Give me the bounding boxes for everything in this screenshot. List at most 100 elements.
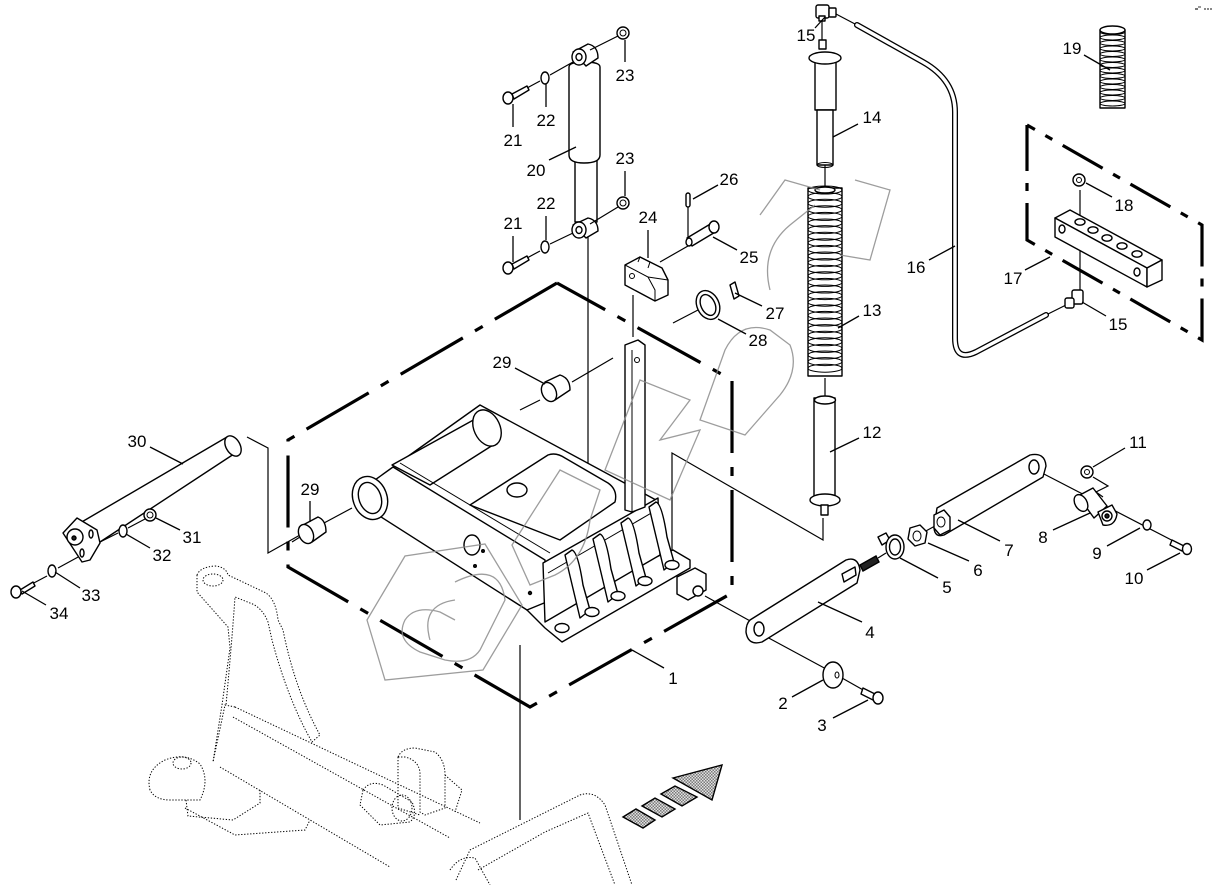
callout-24[interactable]: 24 [639, 208, 658, 227]
spring-coil [807, 271, 843, 281]
spring-coil [807, 297, 843, 307]
callout-2[interactable]: 2 [778, 694, 787, 713]
part-21-bolt-upper [502, 35, 619, 105]
part-17-frame-dashed [1025, 123, 1204, 343]
callout-15-upper[interactable]: 15 [797, 26, 816, 45]
spring-coil [807, 185, 843, 195]
callout-labels: 1 2 3 4 5 6 7 8 9 10 11 12 13 14 15 15 1… [50, 26, 1147, 735]
callout-27[interactable]: 27 [766, 304, 785, 323]
spring-coil [807, 330, 843, 340]
spring-coil [807, 258, 843, 268]
part-16-pipe [835, 13, 1069, 358]
part-2-washer [822, 661, 844, 689]
callout-29-lower[interactable]: 29 [301, 480, 320, 499]
spring-coil [807, 277, 843, 287]
callout-leaders [21, 16, 1181, 719]
spring-coil [807, 211, 843, 221]
callout-4[interactable]: 4 [865, 623, 874, 642]
callout-8[interactable]: 8 [1038, 528, 1047, 547]
callout-34[interactable]: 34 [50, 604, 69, 623]
callout-7[interactable]: 7 [1004, 541, 1013, 560]
callout-28[interactable]: 28 [749, 331, 768, 350]
callout-18[interactable]: 18 [1115, 196, 1134, 215]
callout-1[interactable]: 1 [668, 669, 677, 688]
spring-top [814, 186, 836, 194]
spring-coil [807, 251, 843, 261]
spring-coil [807, 324, 843, 334]
part-21-bolt-lower [502, 206, 619, 275]
spring-body [807, 187, 843, 377]
callout-13[interactable]: 13 [863, 301, 882, 320]
part-10-bolt [1169, 539, 1193, 556]
part-26-cotter-pin [685, 192, 691, 208]
spring-coil [807, 357, 843, 367]
callout-6[interactable]: 6 [973, 561, 982, 580]
spring-coil [807, 238, 843, 248]
callout-10[interactable]: 10 [1125, 569, 1144, 588]
callout-11[interactable]: 11 [1129, 433, 1147, 452]
callout-12[interactable]: 12 [863, 423, 882, 442]
spring-coil [807, 363, 843, 373]
callout-32[interactable]: 32 [153, 546, 172, 565]
callout-26[interactable]: 26 [720, 170, 739, 189]
part-15-fitting-lower [1064, 289, 1084, 309]
callout-20[interactable]: 20 [527, 161, 546, 180]
spring-coil [807, 304, 843, 314]
spring-coil [807, 284, 843, 294]
part-34-bolt [10, 581, 36, 599]
part-29-bushing-lower [297, 516, 327, 545]
assembly-axis-lines [29, 20, 1186, 820]
part-17-manifold-block [1054, 209, 1163, 288]
spring-coil [807, 350, 843, 360]
spring-coil [807, 317, 843, 327]
callout-23-lower[interactable]: 23 [616, 149, 635, 168]
part-1-main-bracket [351, 339, 707, 643]
part-9-washer [1142, 519, 1152, 531]
hose-ring [1099, 100, 1126, 107]
part-20-shock-absorber [568, 43, 601, 239]
part-27-roll-pin [729, 281, 740, 300]
part-4-lever [745, 555, 880, 644]
callout-21-upper[interactable]: 21 [504, 131, 523, 150]
part-25-pin [685, 220, 720, 247]
callout-22-lower[interactable]: 22 [537, 194, 556, 213]
part-18-fitting [1072, 173, 1086, 187]
part-29-bushing-upper [540, 374, 571, 403]
callout-22-upper[interactable]: 22 [537, 111, 556, 130]
part-7-lever [933, 453, 1047, 537]
callout-3[interactable]: 3 [817, 716, 826, 735]
callout-17[interactable]: 17 [1004, 269, 1023, 288]
part-11-nut [1080, 465, 1110, 498]
callout-16[interactable]: 16 [907, 258, 926, 277]
callout-30[interactable]: 30 [128, 432, 147, 451]
part-23-nut-lower [616, 196, 630, 210]
spring-coil [807, 231, 843, 241]
callout-33[interactable]: 33 [82, 586, 101, 605]
spring-coil [807, 264, 843, 274]
watermark-logo [366, 179, 891, 681]
spring-coil [807, 343, 843, 353]
callout-14[interactable]: 14 [863, 108, 882, 127]
callout-19[interactable]: 19 [1063, 39, 1082, 58]
part-24-block [624, 256, 669, 302]
spring-coil [807, 244, 843, 254]
callout-31[interactable]: 31 [183, 528, 202, 547]
spring-coil [807, 310, 843, 320]
part-30-pivot-pin [62, 435, 242, 563]
part-3-bolt [860, 687, 884, 705]
part-28-ring [695, 289, 721, 321]
callout-21-lower[interactable]: 21 [504, 214, 523, 233]
callout-5[interactable]: 5 [942, 578, 951, 597]
callout-9[interactable]: 9 [1092, 544, 1101, 563]
callout-25[interactable]: 25 [740, 248, 759, 267]
callout-23-upper[interactable]: 23 [616, 66, 635, 85]
part-5-tab-washer [877, 532, 905, 560]
callout-29-upper[interactable]: 29 [493, 353, 512, 372]
part-31-nut [143, 508, 157, 522]
callout-15-lower[interactable]: 15 [1109, 315, 1128, 334]
part-19-hose [1099, 25, 1126, 109]
travel-direction-arrow-icon [621, 764, 724, 829]
spring-coil [807, 225, 843, 235]
